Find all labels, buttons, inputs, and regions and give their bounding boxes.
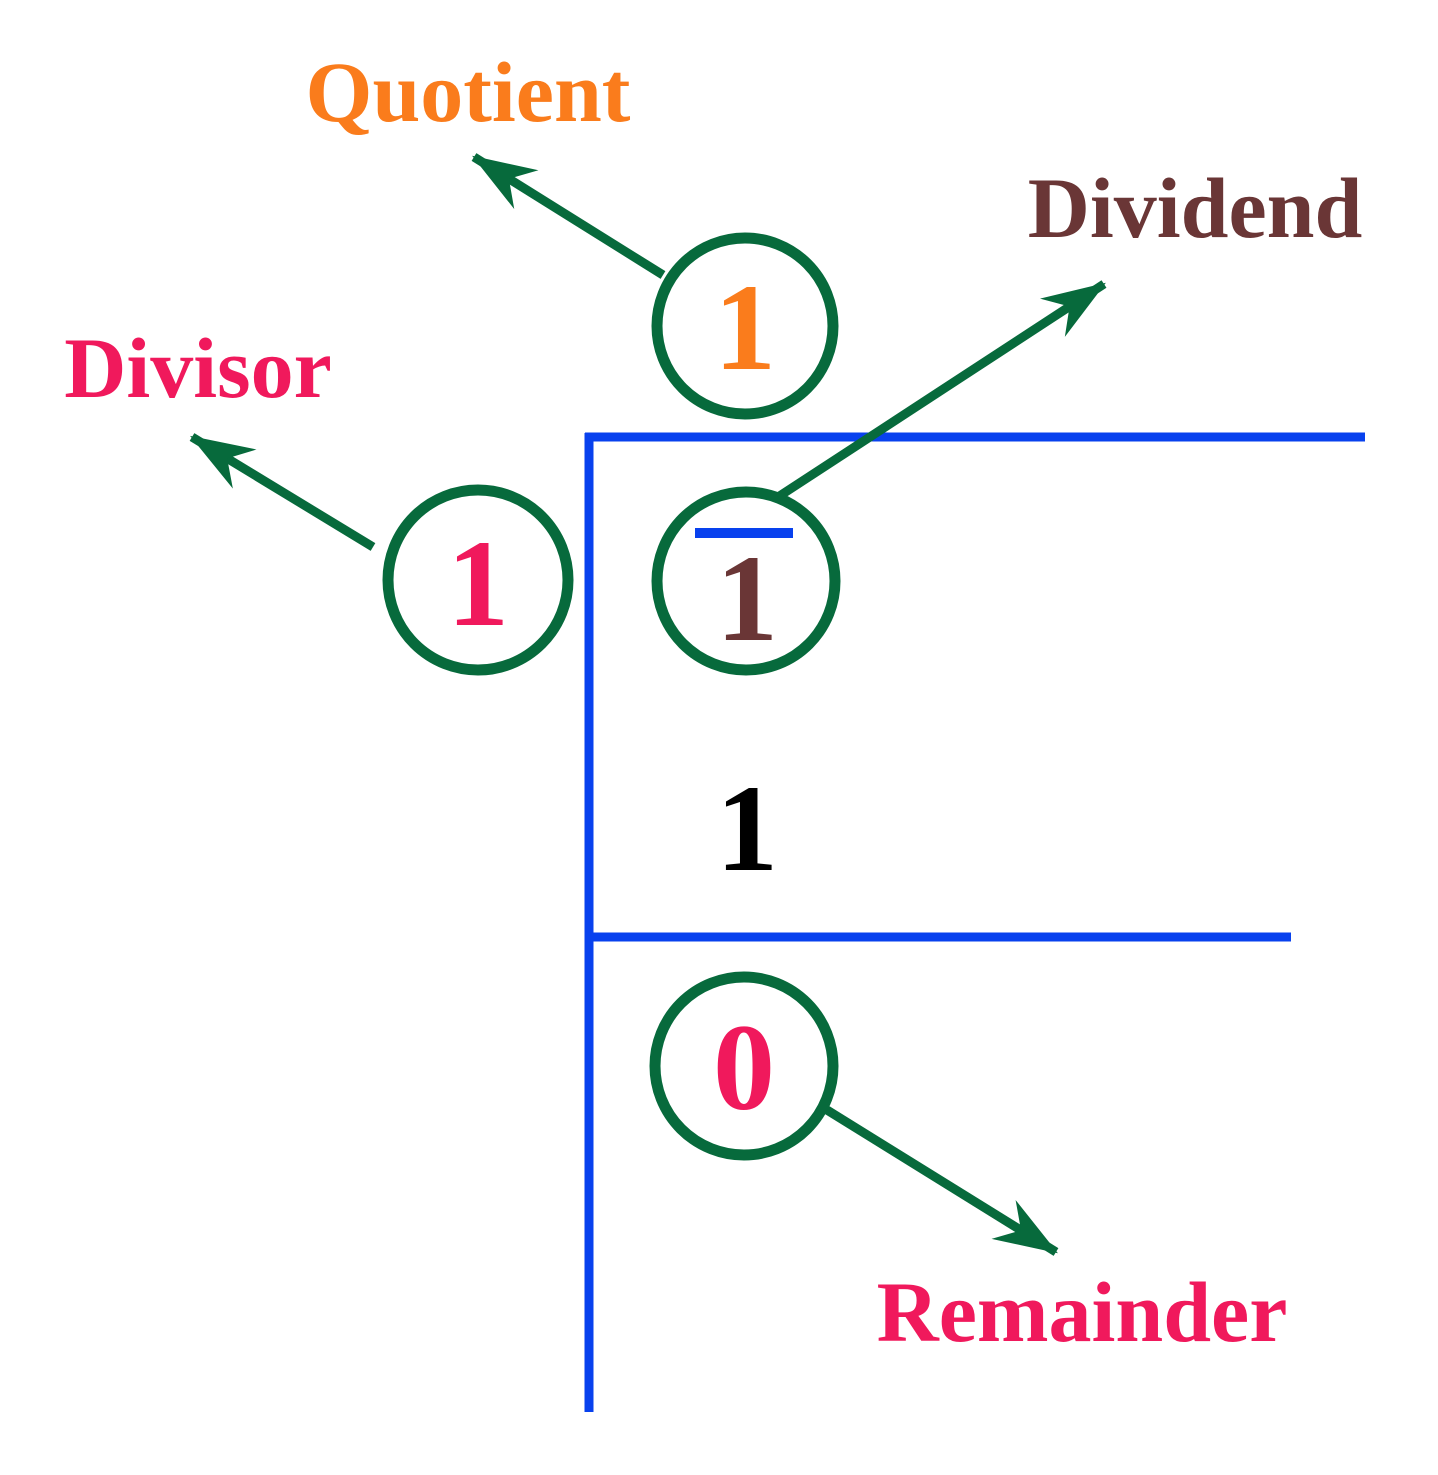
remainder-arrow — [824, 1106, 1059, 1256]
quotient-arrow — [471, 153, 666, 279]
remainder-circle — [649, 971, 839, 1161]
quotient-value: 1 — [714, 259, 776, 396]
quotient-circle — [651, 232, 839, 420]
dividend-arrow — [775, 280, 1107, 501]
divisor-value: 1 — [447, 515, 509, 652]
divisor-arrow — [189, 433, 376, 551]
divisor-label: Divisor — [64, 320, 332, 416]
dividend-circle — [651, 486, 841, 676]
quotient-label: Quotient — [305, 44, 631, 140]
remainder-value: 0 — [713, 999, 775, 1136]
divisor-circle — [382, 484, 574, 676]
dividend-value: 1 — [716, 530, 778, 667]
remainder-label: Remainder — [876, 1264, 1288, 1360]
dividend-label: Dividend — [1027, 160, 1363, 256]
product-value: 1 — [716, 760, 778, 897]
